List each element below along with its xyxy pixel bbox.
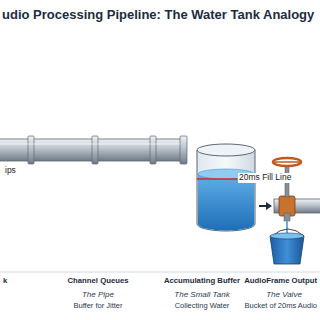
pipe [0, 136, 187, 164]
stage-heading: AudioFrame Output [244, 277, 317, 286]
divider [0, 272, 320, 273]
stage-description: Buffer for Jitter [73, 302, 122, 311]
analogy-name: The Pipe [82, 290, 114, 299]
stage-description: Collecting Water [175, 302, 230, 311]
tank [197, 144, 255, 231]
stage-heading: Accumulating Buffer [164, 277, 240, 286]
fill-line-label: 20ms Fill Line [238, 173, 292, 183]
stage-description: Bucket of 20ms Audio [244, 302, 317, 311]
pipe-label: ips [4, 166, 17, 176]
analogy-name: The Valve [266, 290, 302, 299]
diagram-title: udio Processing Pipeline: The Water Tank… [2, 8, 314, 23]
flow-arrow [259, 202, 272, 210]
stage-heading: Channel Queues [67, 277, 128, 286]
analogy-name: The Small Tank [174, 290, 229, 299]
valve [273, 158, 320, 236]
bucket [270, 229, 304, 264]
stage-heading: k [3, 277, 7, 286]
